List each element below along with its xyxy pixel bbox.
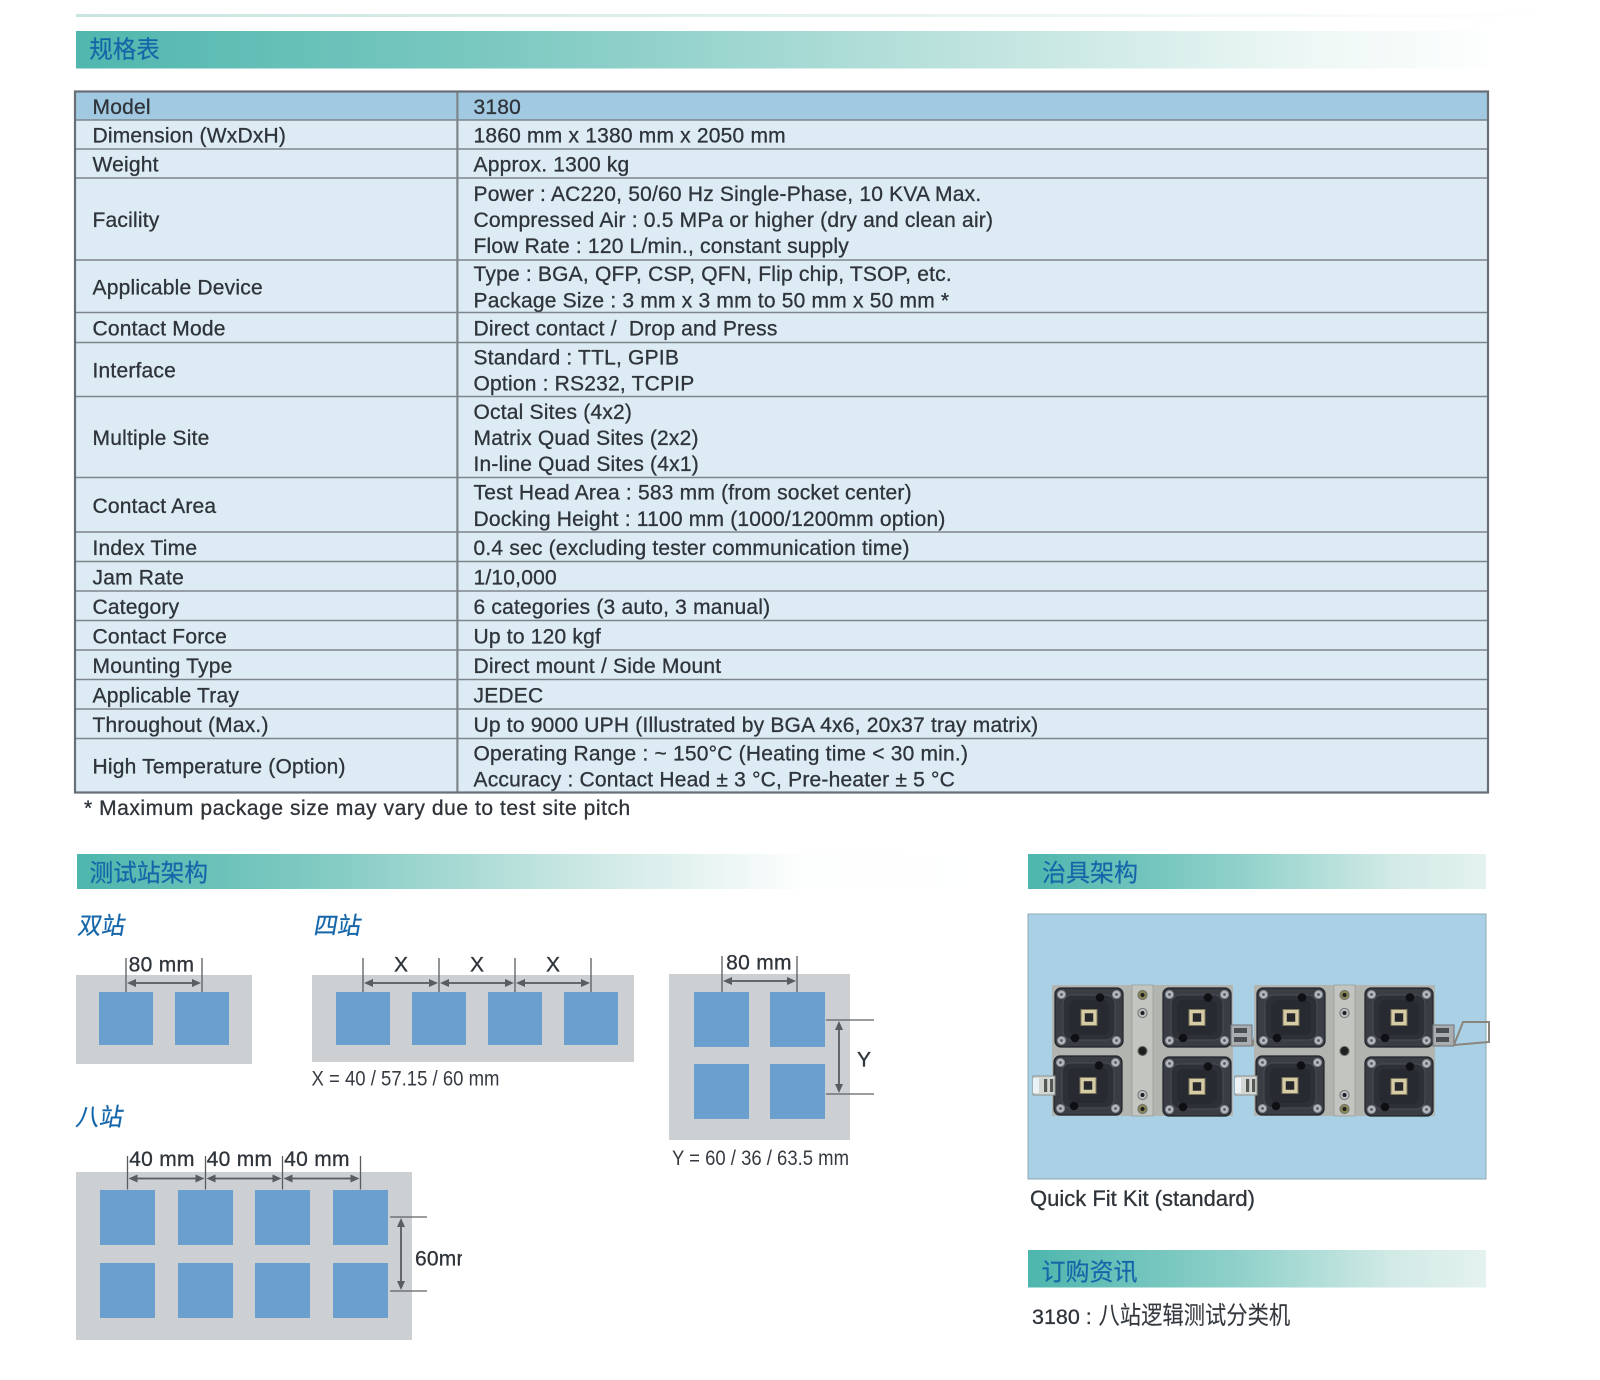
svg-text:X: X	[470, 954, 484, 977]
svg-text:Docking Height : 1100 mm (1000: Docking Height : 1100 mm (1000/1200mm op…	[474, 508, 946, 531]
svg-text:Option : RS232, TCPIP: Option : RS232, TCPIP	[474, 373, 695, 396]
svg-text:Direct contact / Drop and Pre: Direct contact / Drop and Press	[474, 318, 778, 341]
svg-text:Contact Force: Contact Force	[93, 625, 228, 648]
svg-text:Flow Rate : 120 L/min., consta: Flow Rate : 120 L/min., constant supply	[474, 235, 850, 258]
svg-text:Applicable Device: Applicable Device	[93, 276, 263, 299]
svg-text:40 mm: 40 mm	[207, 1148, 273, 1171]
svg-text:80 mm: 80 mm	[129, 954, 195, 977]
svg-text:Compressed Air : 0.5 MPa or hi: Compressed Air : 0.5 MPa or higher (dry …	[474, 209, 994, 232]
svg-text:40 mm: 40 mm	[129, 1148, 195, 1171]
svg-text:Up to 120 kgf: Up to 120 kgf	[474, 625, 602, 648]
svg-text:Standard : TTL, GPIB: Standard : TTL, GPIB	[474, 346, 680, 369]
svg-text:JEDEC: JEDEC	[474, 684, 544, 707]
svg-text:Jam Rate: Jam Rate	[93, 566, 184, 589]
svg-text:Accuracy : Contact Head ± 3 °C: Accuracy : Contact Head ± 3 °C, Pre-heat…	[474, 769, 956, 792]
svg-text:Y = 60 / 36 / 63.5 mm: Y = 60 / 36 / 63.5 mm	[672, 1147, 849, 1170]
svg-text:Contact Mode: Contact Mode	[93, 318, 226, 341]
svg-text:Approx. 1300 kg: Approx. 1300 kg	[474, 154, 630, 177]
svg-text:Operating Range : ~ 150°C (Hea: Operating Range : ~ 150°C (Heating time …	[474, 742, 969, 765]
svg-text:Up to 9000 UPH (Illustrated by: Up to 9000 UPH (Illustrated by BGA 4x6, …	[474, 714, 1039, 737]
svg-text:Dimension (WxDxH): Dimension (WxDxH)	[93, 125, 287, 148]
svg-text:Test Head Area : 583 mm (from: Test Head Area : 583 mm (from socket cen…	[474, 482, 912, 505]
svg-text:Weight: Weight	[93, 154, 159, 177]
svg-text:1860 mm x 1380 mm x 2050 mm: 1860 mm x 1380 mm x 2050 mm	[474, 125, 786, 148]
svg-text:Matrix Quad Sites (2x2): Matrix Quad Sites (2x2)	[474, 427, 699, 450]
svg-text:Direct mount / Side Mount: Direct mount / Side Mount	[474, 655, 722, 678]
svg-text:Multiple Site: Multiple Site	[93, 427, 210, 450]
svg-text:X = 40 / 57.15 / 60 mm: X = 40 / 57.15 / 60 mm	[312, 1068, 500, 1091]
svg-text:Type : BGA, QFP, CSP, QFN, Fli: Type : BGA, QFP, CSP, QFN, Flip chip, TS…	[474, 263, 952, 286]
svg-text:Index Time: Index Time	[93, 537, 198, 560]
svg-text:Facility: Facility	[93, 209, 160, 232]
svg-text:High Temperature (Option): High Temperature (Option)	[93, 756, 346, 779]
svg-text:In-line Quad Sites (4x1): In-line Quad Sites (4x1)	[474, 453, 699, 476]
svg-text:1/10,000: 1/10,000	[474, 566, 557, 589]
svg-text:Y: Y	[857, 1049, 871, 1072]
svg-text:Category: Category	[93, 596, 180, 619]
svg-text:0.4 sec (excluding tester comm: 0.4 sec (excluding tester communication …	[474, 537, 910, 560]
svg-text:Throughout (Max.): Throughout (Max.)	[93, 714, 269, 737]
svg-text:Applicable Tray: Applicable Tray	[93, 684, 240, 707]
svg-text:80 mm: 80 mm	[726, 952, 792, 975]
svg-text:40 mm: 40 mm	[284, 1148, 350, 1171]
svg-text:Model: Model	[93, 96, 151, 119]
svg-text:60mm: 60mm	[415, 1248, 474, 1271]
svg-text:Package Size : 3 mm x 3 mm to: Package Size : 3 mm x 3 mm to 50 mm x 50…	[474, 289, 950, 312]
svg-text:Contact Area: Contact Area	[93, 495, 217, 518]
svg-text:Interface: Interface	[93, 360, 177, 383]
svg-text:3180: 3180	[474, 96, 522, 119]
svg-text:Mounting Type: Mounting Type	[93, 655, 233, 678]
svg-text:Quick Fit Kit (standard): Quick Fit Kit (standard)	[1030, 1186, 1255, 1211]
svg-text:X: X	[546, 954, 560, 977]
svg-text:X: X	[394, 954, 408, 977]
svg-text:Octal Sites (4x2): Octal Sites (4x2)	[474, 401, 633, 424]
svg-text:3180 :: 3180 :	[1032, 1305, 1092, 1329]
svg-text:Power : AC220, 50/60 Hz Single: Power : AC220, 50/60 Hz Single-Phase, 10…	[474, 183, 982, 206]
svg-text:6 categories (3 auto, 3 manual: 6 categories (3 auto, 3 manual)	[474, 596, 771, 619]
svg-text:* Maximum package size may var: * Maximum package size may vary due to t…	[84, 797, 631, 820]
